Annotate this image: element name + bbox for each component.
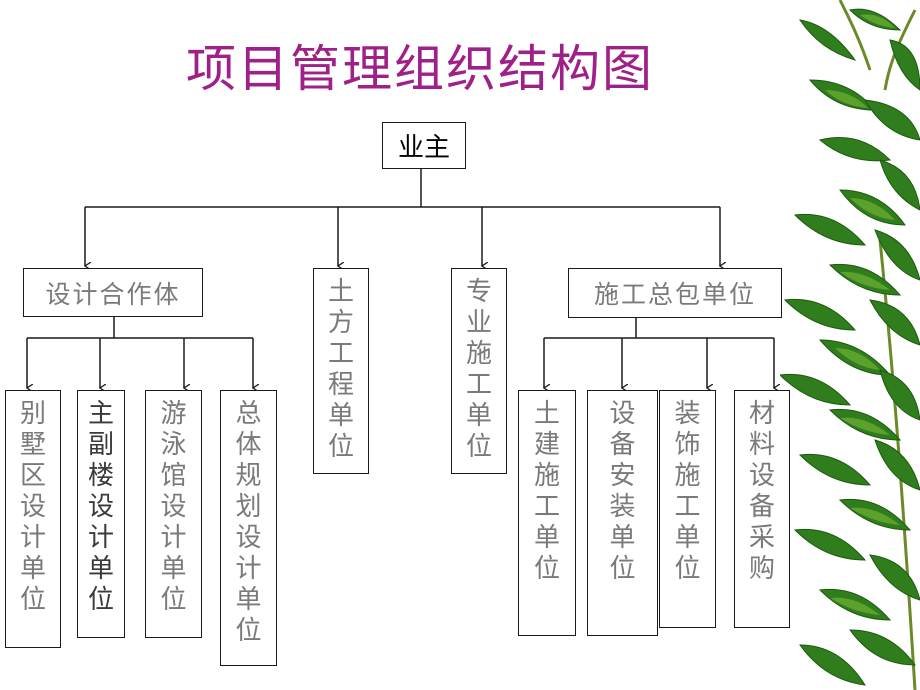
- node-villa-design-unit: 别墅区设计单位: [5, 390, 61, 648]
- page-title: 项目管理组织结构图: [186, 40, 654, 98]
- node-design-consortium: 设计合作体: [23, 268, 203, 317]
- node-civil-construction-unit: 土建施工单位: [518, 390, 576, 636]
- node-specialty-construction-unit: 专业施工单位: [451, 268, 507, 474]
- node-decoration-construction-unit: 装饰施工单位: [659, 390, 716, 628]
- node-main-annex-design-unit: 主副楼设计单位: [77, 390, 125, 638]
- bamboo-leaves-decoration: [780, 0, 920, 690]
- root-node-owner: 业主: [382, 122, 466, 169]
- node-general-contractor: 施工总包单位: [568, 268, 782, 318]
- node-natatorium-design-unit: 游泳馆设计单位: [145, 390, 202, 638]
- node-earthwork-unit: 土方工程单位: [313, 268, 369, 474]
- node-master-plan-design-unit: 总体规划设计单位: [220, 390, 277, 666]
- node-material-equipment-procurement: 材料设备采购: [734, 390, 790, 628]
- node-equipment-installation-unit: 设备安装单位: [587, 390, 658, 636]
